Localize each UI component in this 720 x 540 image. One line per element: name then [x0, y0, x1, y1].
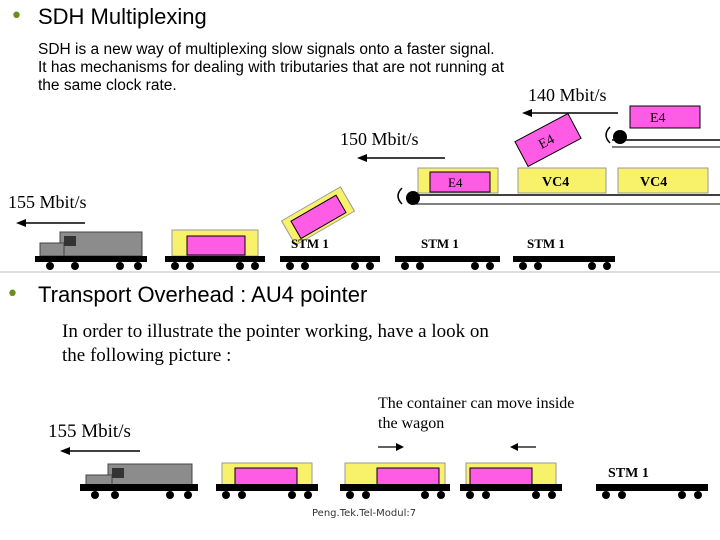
stm1-label: STM 1 — [527, 236, 565, 251]
locomotive — [35, 232, 147, 270]
rate-150-label: 150 Mbit/s — [340, 129, 419, 149]
wagon — [460, 463, 562, 499]
note-line: The container can move inside — [378, 395, 574, 412]
move-arrow-right-head — [396, 443, 404, 451]
coupler-icon — [613, 130, 627, 144]
stm1-wagon: STM 1 — [513, 236, 615, 270]
train-diagram-top: 140 Mbit/s E4 E4 150 Mbit/s E4 VC4 VC4 1… — [0, 0, 720, 290]
bullet: • — [6, 282, 19, 307]
stm1-wagon: STM 1 — [395, 236, 500, 270]
stm1-wagon: STM 1 — [280, 236, 380, 270]
heading-transport-overhead: Transport Overhead : AU4 pointer — [38, 282, 367, 308]
wagon — [340, 463, 450, 499]
e4-label: E4 — [448, 175, 463, 190]
footer-label: Peng.Tek.Tel-Modul:7 — [312, 508, 416, 519]
wagon — [165, 230, 265, 270]
note-line: the wagon — [378, 415, 444, 432]
move-arrow-left-head — [510, 443, 518, 451]
locomotive — [80, 464, 198, 499]
stm1-label: STM 1 — [608, 466, 649, 481]
coupler-icon — [406, 191, 420, 205]
wagon — [216, 463, 318, 499]
hook-icon — [398, 188, 402, 204]
tilted-e4-group: E4 — [515, 114, 581, 167]
e4-top-label: E4 — [650, 111, 666, 126]
stm1-label: STM 1 — [291, 236, 329, 251]
arrow-140-head — [522, 109, 532, 117]
pointer-line: In order to illustrate the pointer worki… — [62, 320, 489, 344]
arrow-155-head — [60, 447, 70, 455]
rate-140-label: 140 Mbit/s — [528, 85, 607, 105]
hook-icon — [606, 127, 610, 143]
pointer-paragraph: In order to illustrate the pointer worki… — [62, 320, 489, 368]
pointer-line: the following picture : — [62, 344, 489, 368]
rate-155-label: 155 Mbit/s — [48, 421, 131, 442]
arrow-150-head — [357, 154, 367, 162]
vc4-label-a: VC4 — [542, 175, 569, 190]
train-diagram-bottom: 155 Mbit/s The container can move inside… — [0, 380, 720, 510]
stm1-wagon: STM 1 — [596, 466, 708, 499]
arrow-155-head — [16, 219, 26, 227]
vc4-label-b: VC4 — [640, 175, 667, 190]
stm1-label: STM 1 — [421, 236, 459, 251]
rate-155-label: 155 Mbit/s — [8, 192, 87, 212]
